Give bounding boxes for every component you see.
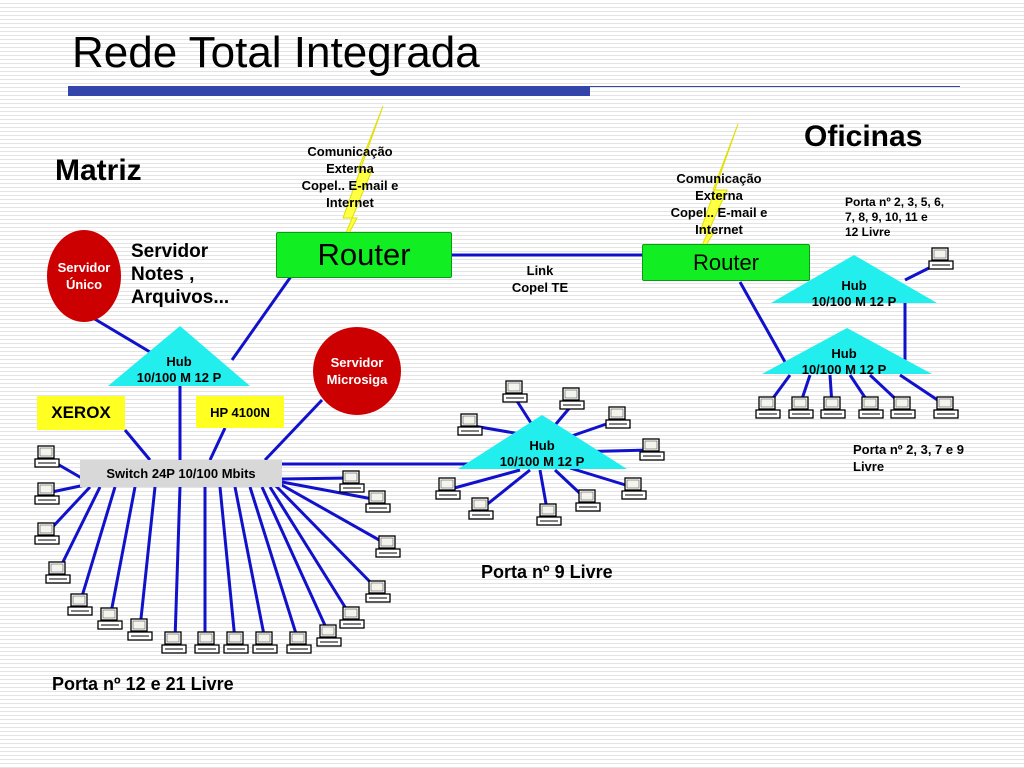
computer-icon [536, 503, 562, 526]
computer-icon [621, 477, 647, 500]
router-right: Router [642, 244, 810, 281]
computer-icon [365, 490, 391, 513]
servidor-unico: Servidor Único [47, 230, 121, 322]
hub-bottom-right-label: Hub 10/100 M 12 P [801, 346, 887, 377]
computer-icon [252, 631, 278, 654]
comm-label-right: Comunicação Externa Copel.. E-mail e Int… [670, 171, 768, 237]
hp-printer: HP 4100N [196, 396, 284, 428]
connection-lines [45, 253, 946, 641]
porta-note-topright: Porta nº 2, 3, 5, 6, 7, 8, 9, 10, 11 e 1… [845, 195, 945, 239]
page-title: Rede Total Integrada [72, 28, 480, 77]
computer-icon [286, 631, 312, 654]
computer-icon [67, 593, 93, 616]
computer-icon [788, 396, 814, 419]
oficinas-heading: Oficinas [804, 120, 923, 153]
computer-icon [194, 631, 220, 654]
computer-icon [45, 561, 71, 584]
computer-icon [223, 631, 249, 654]
computer-icon [605, 406, 631, 429]
computer-icon [97, 607, 123, 630]
link-label: Link Copel TE [511, 263, 569, 295]
computer-icon [575, 489, 601, 512]
hub-center [458, 415, 627, 469]
matriz-heading: Matriz [55, 154, 142, 187]
computer-icon [161, 631, 187, 654]
computer-icon [755, 396, 781, 419]
servidor-microsiga: Servidor Microsiga [313, 327, 401, 415]
computer-icon [365, 580, 391, 603]
title-underline-thin [590, 86, 960, 87]
hub-bottom-right [762, 328, 932, 374]
router-left: Router [276, 232, 452, 278]
porta-note-right: Porta nº 2, 3, 7 e 9 Livre [853, 442, 964, 474]
hub-left [108, 326, 250, 386]
computer-icon [339, 606, 365, 629]
computer-icon [928, 247, 954, 270]
computer-icon [820, 396, 846, 419]
comm-label-left: Comunicação Externa Copel.. E-mail e Int… [301, 144, 399, 210]
computer-icon [933, 396, 959, 419]
xerox-printer: XEROX [37, 396, 125, 430]
porta-note-center: Porta nº 9 Livre [481, 562, 613, 582]
computer-icon [457, 413, 483, 436]
computer-icon [375, 535, 401, 558]
computer-icon [316, 624, 342, 647]
porta-note-bottom: Porta nº 12 e 21 Livre [52, 674, 234, 694]
servidor-notes-label: Servidor Notes , Arquivos... [131, 241, 230, 308]
hub-center-label: Hub 10/100 M 12 P [499, 438, 585, 469]
computer-icon [127, 618, 153, 641]
hub-left-label: Hub 10/100 M 12 P [136, 354, 222, 385]
computer-icon [34, 482, 60, 505]
computer-icon [339, 470, 365, 493]
computer-icon [559, 387, 585, 410]
computer-icon [639, 438, 665, 461]
title-underline [68, 86, 590, 96]
hub-top-right [771, 255, 937, 303]
computer-icon [858, 396, 884, 419]
switch: Switch 24P 10/100 Mbits [80, 460, 282, 487]
computer-icon [34, 445, 60, 468]
hub-top-right-label: Hub 10/100 M 12 P [811, 278, 897, 309]
computer-icon [502, 380, 528, 403]
computer-icon [890, 396, 916, 419]
